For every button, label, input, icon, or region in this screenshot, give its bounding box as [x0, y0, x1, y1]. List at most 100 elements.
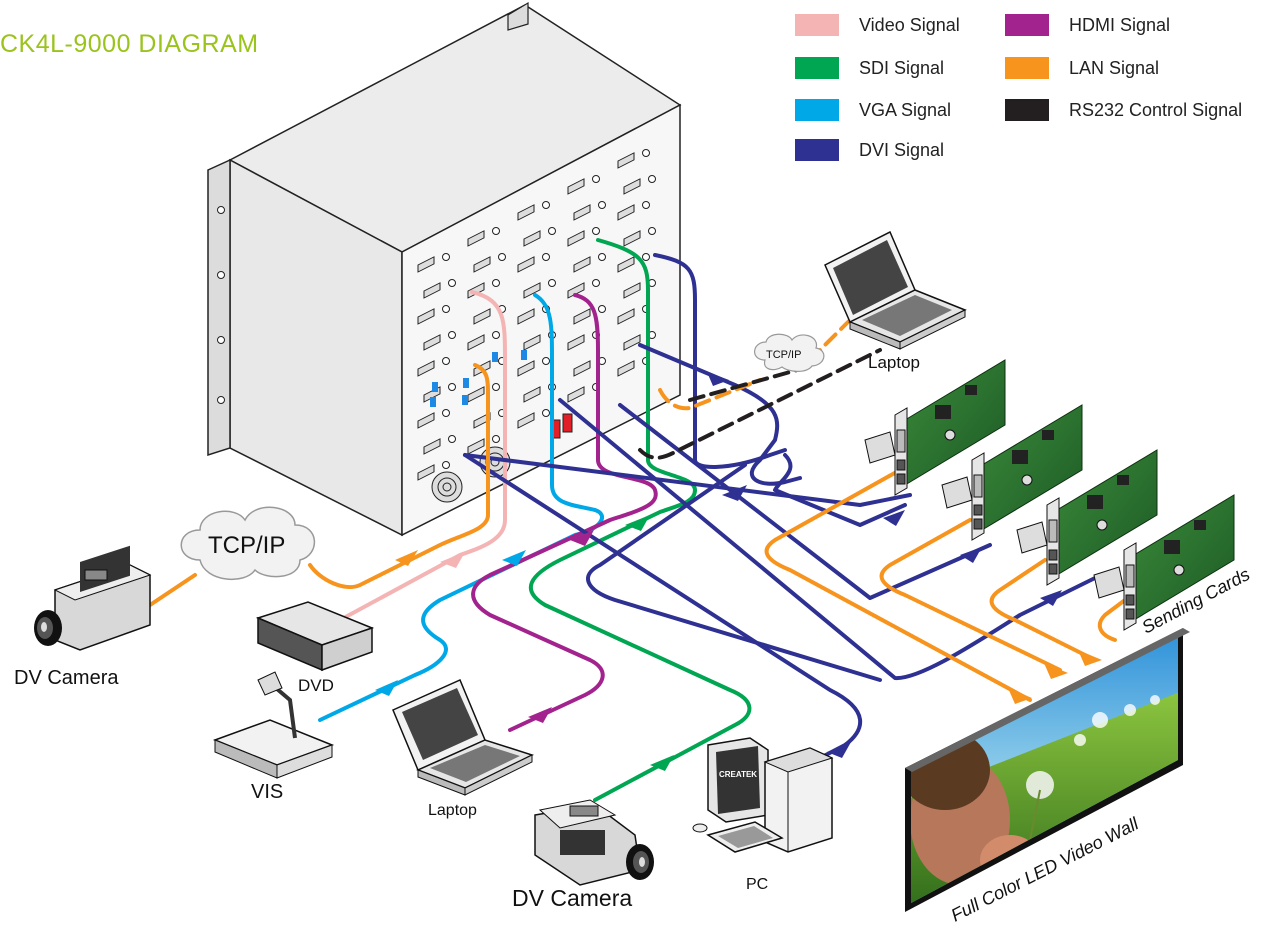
chassis-bnc-port: [598, 305, 606, 313]
dv-camera-bottom-label: DV Camera: [512, 885, 633, 911]
dvd-label: DVD: [298, 676, 334, 695]
chassis-port: [517, 256, 535, 273]
chassis-port: [517, 360, 535, 377]
card-component: [1021, 474, 1033, 486]
chassis-tag: [430, 397, 436, 407]
pc-label: PC: [746, 876, 769, 893]
card-dvi-port: [1125, 564, 1135, 588]
chassis-port: [467, 230, 485, 247]
chassis-bnc-port: [648, 227, 656, 235]
chassis-port: [517, 204, 535, 221]
card-chip: [935, 405, 951, 419]
chassis-bnc-port: [492, 435, 500, 443]
card-usb-port: [973, 518, 983, 530]
laptop-top-icon: [824, 230, 967, 350]
card-chip: [1042, 430, 1054, 440]
card-lan-port: [896, 459, 906, 471]
chassis-bnc-port: [642, 149, 650, 157]
legend-item: SDI Signal: [795, 57, 944, 79]
chassis-port: [617, 308, 635, 325]
tcpip-cloud-large-label: TCP/IP: [208, 532, 285, 559]
legend-item: HDMI Signal: [1005, 14, 1170, 36]
chassis-port: [473, 256, 491, 273]
chassis-bnc-port: [592, 175, 600, 183]
chassis-bnc-port: [492, 227, 500, 235]
card-lan-port: [973, 504, 983, 516]
chassis-bnc-port: [448, 331, 456, 339]
pc-monitor-brand: CREATEK: [719, 770, 757, 779]
card-chip: [1164, 540, 1180, 554]
chassis-bnc-port: [598, 201, 606, 209]
chassis-bnc-port: [448, 383, 456, 391]
chassis-port: [573, 360, 591, 377]
chassis-port: [417, 464, 435, 481]
chassis-port: [623, 178, 641, 195]
legend-swatch: [1005, 14, 1049, 36]
chassis-port: [567, 386, 585, 403]
chassis-bnc-port: [442, 357, 450, 365]
chassis-bnc-port: [442, 409, 450, 417]
chassis-port: [417, 308, 435, 325]
chassis-bnc-port: [442, 305, 450, 313]
legend-label: SDI Signal: [859, 57, 945, 78]
card-chip: [965, 385, 977, 395]
chassis-port: [617, 360, 635, 377]
chassis-port: [623, 282, 641, 299]
card-chip: [1087, 495, 1103, 509]
sending-card: [941, 404, 1083, 541]
laptop-bottom-icon: [392, 679, 534, 796]
chassis-port: [423, 438, 441, 455]
chassis-ports: [417, 149, 656, 481]
tcpip-cloud-small-label: TCP/IP: [766, 349, 801, 361]
legend-item: VGA Signal: [795, 99, 951, 121]
card-lan-port: [1125, 594, 1135, 606]
matrix-chassis: [207, 1, 682, 537]
legend-label: Video Signal: [859, 14, 960, 35]
legend-swatch: [1005, 99, 1049, 121]
chassis-port: [623, 230, 641, 247]
legend-label: DVI Signal: [859, 139, 945, 160]
chassis-bnc-port: [548, 227, 556, 235]
chassis-bnc-port: [448, 435, 456, 443]
chassis-bnc-port: [448, 279, 456, 287]
vis-label: VIS: [251, 781, 284, 803]
chassis-port: [467, 438, 485, 455]
chassis-port: [567, 334, 585, 351]
chassis-bnc-port: [592, 227, 600, 235]
legend-swatch: [795, 139, 839, 161]
card-dvi-port: [896, 429, 906, 453]
chassis-bnc-port: [542, 357, 550, 365]
dvd-player-icon: [255, 601, 375, 762]
laptop-bottom-label: Laptop: [428, 802, 477, 819]
sending-card: [864, 359, 1006, 496]
legend-swatch: [795, 57, 839, 79]
chassis-bnc-port: [442, 253, 450, 261]
card-cable-connector: [1093, 566, 1125, 599]
tcpip-cloud-large: [180, 506, 316, 580]
legend-label: RS232 Control Signal: [1069, 99, 1243, 120]
chassis-port: [517, 308, 535, 325]
chassis-port: [423, 282, 441, 299]
chassis-port: [523, 282, 541, 299]
chassis-bnc-port: [498, 253, 506, 261]
chassis-bnc-port: [598, 253, 606, 261]
card-component: [944, 429, 956, 441]
signal-arrows: [375, 372, 1102, 771]
chassis-port: [617, 152, 635, 169]
chassis-tag: [462, 395, 468, 405]
chassis-bnc-port: [492, 331, 500, 339]
chassis-port: [517, 412, 535, 429]
chassis-bnc-port: [642, 253, 650, 261]
legend-label: LAN Signal: [1069, 57, 1160, 78]
card-cable-connector: [1016, 521, 1048, 554]
legend-swatch: [1005, 57, 1049, 79]
card-lan-port: [1048, 549, 1058, 561]
sending-cards-group: [864, 359, 1235, 631]
card-cable-connector: [941, 476, 973, 509]
chassis-bnc-port: [542, 409, 550, 417]
legend-item: Video Signal: [795, 14, 960, 36]
card-dvi-port: [973, 474, 983, 498]
dv-camera-left-icon: [34, 545, 152, 651]
